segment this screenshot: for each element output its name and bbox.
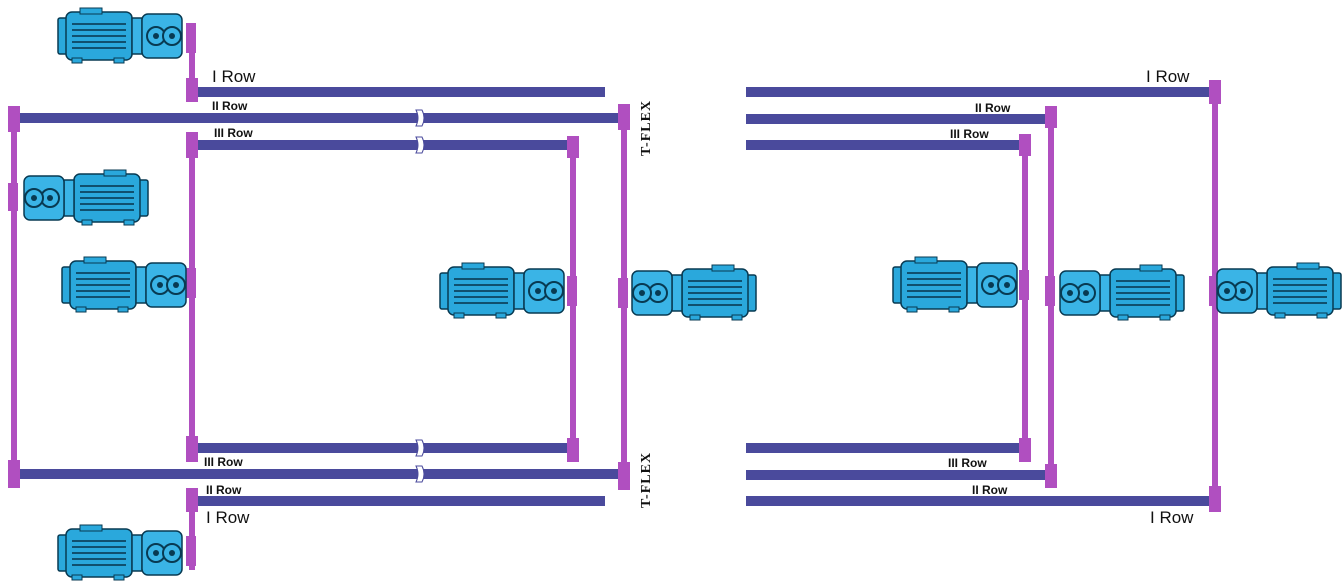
label-left-row2-bottom: II Row	[206, 483, 242, 497]
label-left-row3-top: III Row	[214, 126, 253, 140]
rail-right-row3-bottom	[746, 443, 1026, 453]
right-shafts	[1019, 80, 1221, 512]
label-right-row3-bottom: III Row	[948, 456, 987, 470]
left-rails	[14, 87, 626, 506]
gearmotor-icon	[23, 169, 149, 226]
gearmotor-icon	[439, 262, 565, 319]
label-left-row3-bottom: III Row	[204, 455, 243, 469]
gearmotor-icon	[892, 256, 1018, 313]
gearmotor-icon	[1059, 264, 1185, 321]
right-rails	[746, 87, 1216, 506]
shaft-top-motor	[189, 24, 195, 102]
left-shafts	[8, 23, 630, 570]
label-right-row1-bottom: I Row	[1150, 508, 1194, 527]
label-right-row2-bottom: II Row	[972, 483, 1008, 497]
gearmotor-icon	[61, 256, 187, 313]
rail-right-row1-bottom	[746, 496, 1216, 506]
rail-break-marks	[415, 109, 425, 483]
right-assembly: I Row II Row III Row III Row II Row I Ro…	[746, 67, 1342, 527]
shaft-bottom-motor	[189, 488, 195, 570]
rail-right-row3-top	[746, 140, 1026, 150]
label-right-row3-top: III Row	[950, 127, 989, 141]
shaft-outer-left	[11, 106, 17, 488]
gearmotor-icon	[1216, 262, 1342, 319]
gearmotor-icon	[57, 524, 183, 581]
rail-right-row2-top	[746, 114, 1052, 124]
rail-left-row1-top	[192, 87, 605, 97]
rail-left-row3-bottom	[194, 443, 574, 453]
gearmotor-icon	[631, 264, 757, 321]
label-tflex-bottom: T-FLEX	[639, 452, 654, 508]
label-left-row1-top: I Row	[212, 67, 256, 86]
label-left-row2-top: II Row	[212, 99, 248, 113]
rail-left-row1-bottom	[192, 496, 605, 506]
label-tflex-top: T-FLEX	[639, 100, 654, 156]
rail-right-row2-bottom	[746, 470, 1052, 480]
label-right-row1-top: I Row	[1146, 67, 1190, 86]
label-right-row2-top: II Row	[975, 101, 1011, 115]
rail-left-row3-top	[194, 140, 574, 150]
left-assembly: I Row II Row III Row III Row II Row I Ro…	[8, 7, 757, 581]
rail-left-row2-top	[14, 113, 626, 123]
gearmotor-icon	[57, 7, 183, 64]
rail-left-row2-bottom	[14, 469, 626, 479]
label-left-row1-bottom: I Row	[206, 508, 250, 527]
rail-right-row1-top	[746, 87, 1216, 97]
